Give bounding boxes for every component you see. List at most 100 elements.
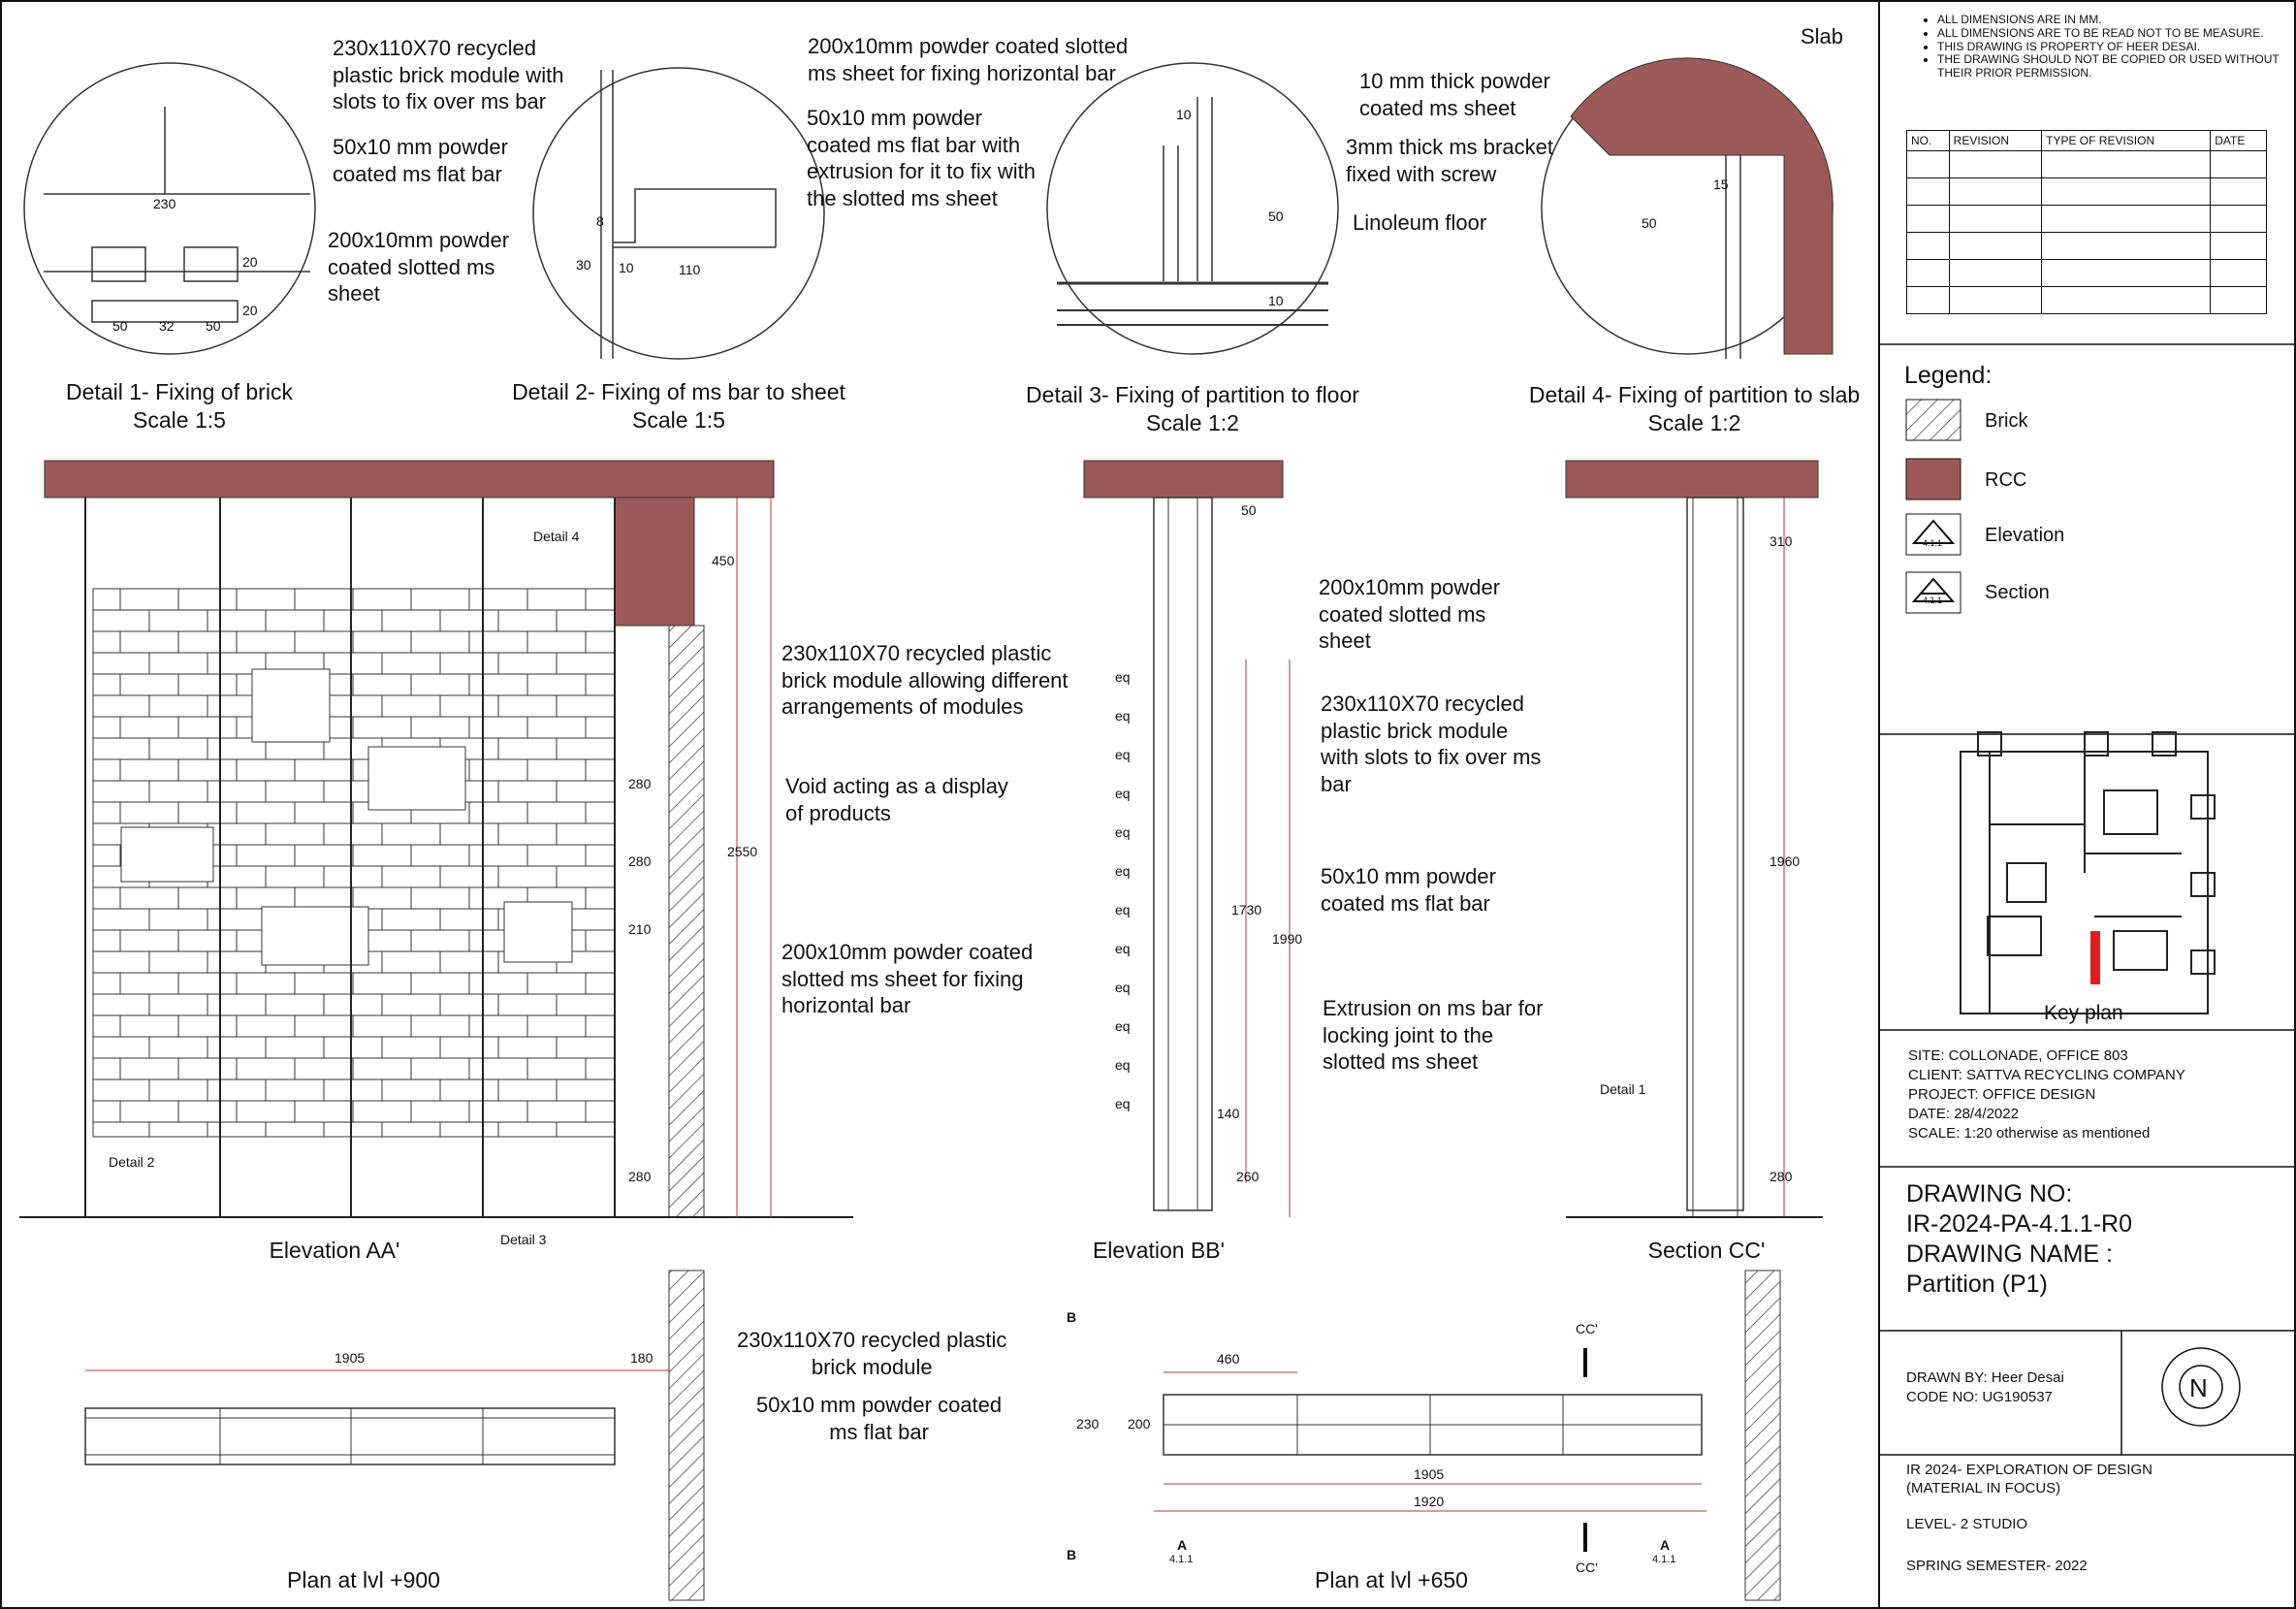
bb-eq-label: eq [1115, 1057, 1131, 1073]
p650-caption: Plan at lvl +650 [1315, 1567, 1468, 1593]
d3-dim-10-top: 10 [1176, 107, 1192, 122]
aa-note-void: Void acting as a display of products [785, 774, 1008, 825]
aa-callout-detail-2: Detail 2 [109, 1154, 155, 1170]
p650-marker-a-right: A [1660, 1537, 1671, 1553]
key-plan-label: Key plan [2044, 1002, 2123, 1024]
aa-dim-280a: 280 [628, 776, 652, 791]
bb-caption: Elevation BB' [1092, 1238, 1226, 1263]
bb-eq-label: eq [1115, 1018, 1131, 1034]
cc-dim-280: 280 [1770, 1169, 1793, 1184]
detail-2-drawing [532, 67, 825, 360]
bb-eq-label: eq [1115, 902, 1131, 917]
key-plan-highlight [2090, 931, 2100, 984]
north-label: N [2189, 1373, 2208, 1402]
p650-marker-cc-bottom: CC' [1576, 1560, 1598, 1575]
aa-dim-210: 210 [628, 921, 652, 937]
course-title: IR 2024- EXPLORATION OF DESIGN (MATERIAL… [1906, 1462, 2152, 1496]
p650-marker-code-left: 4.1.1 [1169, 1554, 1194, 1565]
table-row [1906, 177, 2267, 206]
note-item: ALL DIMENSIONS ARE TO BE READ NOT TO BE … [1937, 26, 2296, 41]
bb-note-brick: 230x110X70 recycled plastic brick module… [1321, 692, 1542, 796]
bb-eq-label: eq [1115, 1096, 1131, 1111]
d4-dim-50: 50 [1642, 215, 1657, 231]
d3-note-floor: Linoleum floor [1353, 210, 1487, 235]
aa-dim-450: 450 [712, 553, 735, 568]
detail-1-drawing [23, 62, 316, 355]
site-info-scale: SCALE: 1:20 otherwise as mentioned [1908, 1125, 2151, 1142]
bb-note-flat-bar: 50x10 mm powder coated ms flat bar [1321, 864, 1496, 916]
bb-dim-260: 260 [1236, 1169, 1260, 1184]
revision-header-type: TYPE OF REVISION [2041, 130, 2212, 151]
d1-caption: Detail 1- Fixing of brick Scale 1:5 [66, 379, 293, 433]
course-level: LEVEL- 2 STUDIO [1906, 1516, 2028, 1532]
plan-650-drawing [1154, 1270, 1781, 1601]
p650-dim-1920: 1920 [1414, 1494, 1445, 1509]
d1-note-flat-bar: 50x10 mm powder coated ms flat bar [333, 135, 508, 186]
d4-caption: Detail 4- Fixing of partition to slab Sc… [1528, 382, 1861, 435]
d2-dim-8: 8 [596, 213, 604, 229]
code-no: CODE NO: UG190537 [1906, 1389, 2053, 1405]
legend-section-code: 4.1.1 [1923, 595, 1943, 605]
d1-dim-230: 230 [153, 196, 176, 211]
table-row [1906, 232, 2267, 260]
cc-caption: Section CC' [1647, 1238, 1766, 1263]
revision-table: NO. REVISION TYPE OF REVISION DATE [1906, 130, 2267, 314]
d4-note-slab: Slab [1801, 24, 1844, 48]
plan-900-drawing [84, 1270, 705, 1601]
d1-dim-32: 32 [159, 318, 175, 334]
bb-dim-50: 50 [1241, 502, 1257, 518]
aa-callout-detail-3: Detail 3 [500, 1232, 547, 1247]
d3-note-sheet: 10 mm thick powder coated ms sheet [1359, 69, 1550, 120]
p650-marker-a-left: A [1177, 1537, 1188, 1553]
legend-elevation-code: 4.1.1 [1923, 538, 1943, 548]
revision-header-no: NO. [1906, 130, 1950, 151]
d3-caption: Detail 3- Fixing of partition to floor S… [1026, 382, 1359, 435]
section-cc-drawing [1565, 460, 1823, 1218]
revision-header-revision: REVISION [1948, 130, 2043, 151]
p650-marker-b-bottom: B [1067, 1547, 1077, 1562]
rcc-swatch-icon [1905, 458, 1961, 500]
d1-dim-20b: 20 [242, 303, 258, 318]
detail-4-drawing [1541, 57, 1834, 359]
north-arrow-icon [2161, 1347, 2241, 1427]
legend-label-brick: Brick [1985, 410, 2028, 432]
legend-label-section: Section [1985, 582, 2050, 603]
cc-dim-310: 310 [1770, 533, 1793, 549]
aa-note-sheet: 200x10mm powder coated slotted ms sheet … [781, 940, 1034, 1017]
legend-title: Legend: [1904, 362, 1993, 389]
p650-dim-230: 230 [1076, 1416, 1100, 1432]
p900-dim-180: 180 [630, 1350, 654, 1366]
d2-note-flat-bar: 50x10 mm powder coated ms flat bar with … [807, 106, 1036, 210]
bb-eq-label: eq [1115, 747, 1131, 762]
bb-dim-140: 140 [1217, 1106, 1240, 1121]
d3-dim-10-bottom: 10 [1268, 293, 1284, 308]
p650-dim-1905: 1905 [1414, 1466, 1445, 1482]
note-item: THE DRAWING SHOULD NOT BE COPIED OR USED… [1937, 53, 2296, 80]
elevation-aa-drawing [19, 460, 853, 1218]
elevation-marker-icon [1905, 513, 1961, 556]
aa-callout-detail-4: Detail 4 [533, 529, 580, 544]
elevation-bb-drawing [1083, 460, 1291, 1217]
detail-3-drawing [1046, 62, 1339, 355]
aa-dim-280c: 280 [628, 1169, 652, 1184]
note-item: THIS DRAWING IS PROPERTY OF HEER DESAI. [1937, 40, 2296, 54]
bb-eq-label: eq [1115, 708, 1131, 724]
revision-header-date: DATE [2210, 130, 2267, 151]
d3-note-bracket: 3mm thick ms bracket fixed with screw [1346, 135, 1553, 186]
d2-dim-110: 110 [679, 262, 701, 277]
course-semester: SPRING SEMESTER- 2022 [1906, 1558, 2088, 1574]
bb-note-sheet: 200x10mm powder coated slotted ms sheet [1319, 575, 1501, 653]
bb-eq-label: eq [1115, 669, 1131, 685]
d1-note-sheet: 200x10mm powder coated slotted ms sheet [328, 228, 510, 306]
p650-marker-cc-top: CC' [1576, 1321, 1598, 1336]
drawing-no-label: DRAWING NO: [1906, 1180, 2073, 1207]
drawing-no: IR-2024-PA-4.1.1-R0 [1906, 1210, 2132, 1238]
drawing-name-label: DRAWING NAME : [1906, 1240, 2113, 1268]
bb-eq-label: eq [1115, 980, 1131, 995]
p900-note-brick: 230x110X70 recycled plastic brick module [737, 1328, 1007, 1379]
drawn-by: DRAWN BY: Heer Desai [1906, 1369, 2064, 1386]
aa-caption: Elevation AA' [269, 1238, 400, 1263]
note-item: ALL DIMENSIONS ARE IN MM. [1937, 13, 2296, 27]
bb-dim-1730: 1730 [1231, 902, 1262, 917]
